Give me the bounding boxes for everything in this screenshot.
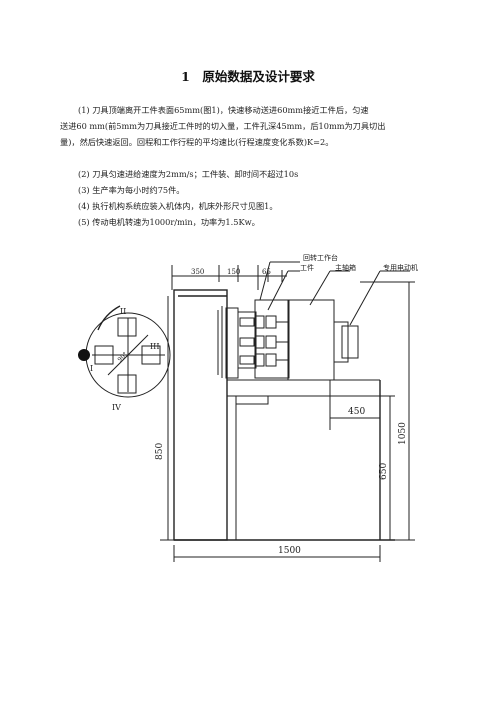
station-iv: IV: [112, 403, 121, 412]
label-workpiece: 工件: [300, 263, 314, 272]
requirement-1: (1) 刀具顶端离开工件表面65mm(图1)，快速移动送进60mm接近工件后，匀…: [60, 102, 428, 150]
requirement-1-line3: 量)，然后快速返回。回程和工作行程的平均速比(行程速度变化系数)K=2。: [60, 137, 334, 147]
label-rotary-table: 回转工作台: [303, 253, 338, 262]
requirement-2: (2) 刀具匀速进给速度为2mm/s；工件装、卸时间不超过10s: [78, 169, 299, 179]
dim-350: 350: [191, 268, 204, 276]
dim-850: 850: [155, 443, 165, 460]
station-i: I: [90, 364, 93, 373]
station-iii: III: [150, 342, 159, 351]
dim-1050: 1050: [398, 422, 408, 445]
dim-1500: 1500: [278, 546, 301, 556]
dim-65: 65: [262, 268, 271, 276]
dim-450: 450: [348, 407, 365, 417]
center-label: 90°: [116, 351, 128, 363]
requirement-1-line2: 送进60 mm(前5mm为刀具接近工件时的切入量，工件孔深45mm，后10mm为…: [60, 121, 386, 131]
requirement-5: (5) 传动电机转速为1000r/min，功率为1.5Kw。: [78, 217, 260, 227]
dim-650: 650: [379, 463, 389, 480]
section-heading: 1 原始数据及设计要求: [181, 69, 315, 84]
station-ii: II: [120, 307, 126, 316]
dim-150: 150: [227, 268, 240, 276]
requirement-3: (3) 生产率为每小时约75件。: [78, 185, 185, 195]
requirement-4: (4) 执行机构系统应装入机体内，机床外形尺寸见图1。: [78, 201, 278, 211]
label-headstock: 主轴箱: [335, 263, 356, 272]
requirement-1-line1: (1) 刀具顶端离开工件表面65mm(图1)，快速移动送进60mm接近工件后，匀…: [78, 105, 369, 115]
label-motor: 专用电动机: [383, 263, 418, 272]
